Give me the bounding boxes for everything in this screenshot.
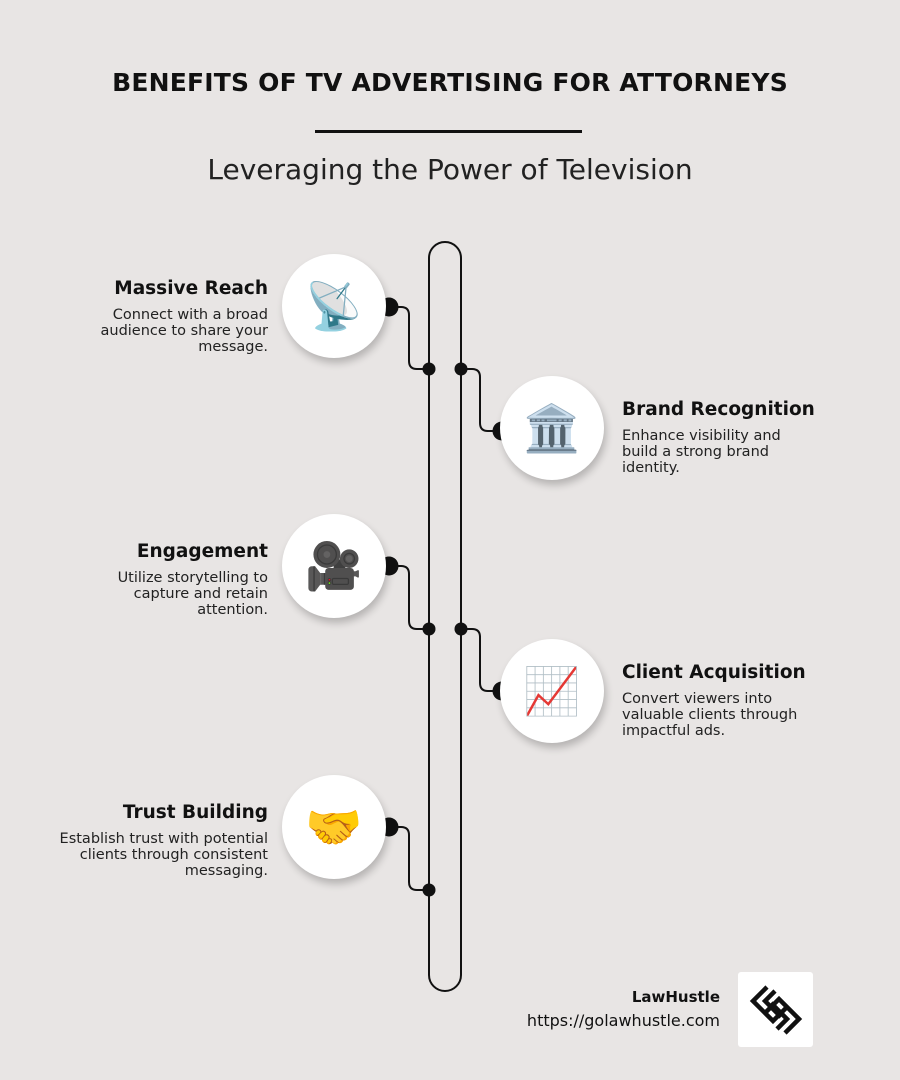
benefit-description: Utilize storytelling to capture and reta… [117, 570, 268, 618]
benefit-title: Engagement [136, 541, 268, 562]
movie-camera-icon: 🎥 [282, 514, 386, 618]
track-node-trust-building [422, 883, 436, 897]
benefit-massive-reach: Massive Reach Connect with a broad audie… [28, 277, 269, 355]
brand-block: LawHustle https://golawhustle.com [527, 986, 720, 1034]
brand-url[interactable]: https://golawhustle.com [526, 1011, 720, 1030]
brand-name: LawHustle [631, 988, 720, 1006]
title-divider [315, 130, 582, 133]
chart-increasing-icon: 📈 [500, 639, 604, 743]
classical-building-icon: 🏛️ [500, 376, 604, 480]
benefit-trust-building: Trust Building Establish trust with pote… [28, 801, 268, 879]
timeline-track [428, 241, 462, 992]
lawhustle-logo-icon [738, 972, 813, 1047]
connector-brand-recognition [461, 368, 502, 432]
benefit-description: Establish trust with potential clients t… [59, 831, 268, 879]
track-node-client-acquisition [454, 622, 468, 636]
connector-trust-building [389, 826, 429, 891]
benefit-title: Massive Reach [114, 278, 268, 299]
page-subtitle: Leveraging the Power of Television [207, 153, 693, 186]
benefit-description: Convert viewers into valuable clients th… [622, 691, 798, 739]
benefit-title: Client Acquisition [622, 662, 806, 683]
benefit-client-acquisition: Client Acquisition Convert viewers into … [622, 661, 862, 739]
benefit-brand-recognition: Brand Recognition Enhance visibility and… [622, 398, 862, 476]
benefit-description: Connect with a broad audience to share y… [100, 307, 269, 355]
connector-engagement [389, 565, 429, 630]
connector-client-acquisition [461, 628, 502, 692]
satellite-dish-icon: 📡 [282, 254, 386, 358]
benefit-description: Enhance visibility and build a strong br… [622, 428, 781, 476]
page-title: BENEFITS OF TV ADVERTISING FOR ATTORNEYS [112, 68, 788, 97]
connector-massive-reach [389, 306, 429, 370]
track-node-brand-recognition [454, 362, 468, 376]
track-node-engagement [422, 622, 436, 636]
benefit-title: Brand Recognition [622, 399, 815, 420]
handshake-icon: 🤝 [282, 775, 386, 879]
benefit-engagement: Engagement Utilize storytelling to captu… [28, 540, 268, 618]
logo-mark [749, 984, 802, 1035]
benefit-title: Trust Building [122, 802, 268, 823]
track-node-massive-reach [422, 362, 436, 376]
